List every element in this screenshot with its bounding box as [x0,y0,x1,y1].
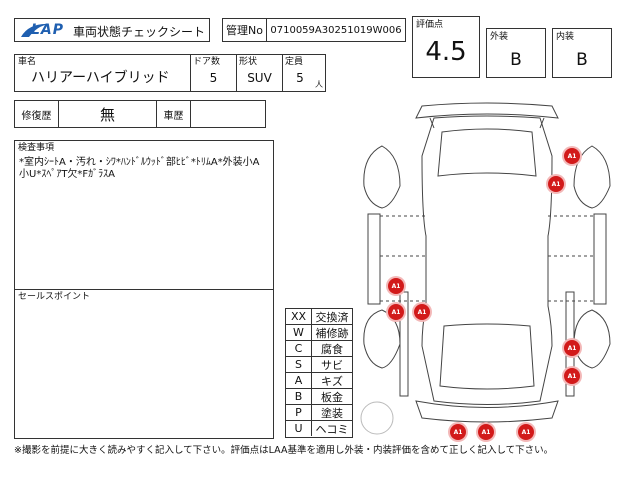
legend-code: S [286,357,312,372]
damage-mark: A1 [548,176,564,192]
sales-point-label: セールスポイント [18,292,91,302]
car-name-cell: 車名 ハリアーハイブリッド [15,55,191,91]
shape-label: 形状 [239,57,258,67]
vehicle-history-value [191,101,265,127]
management-no-value: 0710059A30251019W006 [270,24,402,36]
legend-meaning: サビ [321,358,343,372]
car-diagram-svg [360,102,611,435]
management-no-label: 管理No [223,19,267,41]
repair-history-label: 修復歴 [15,101,59,127]
legend-code: W [286,325,312,340]
car-name-label: 車名 [18,57,37,67]
damage-mark: A1 [564,368,580,384]
repair-history-value: 無 [59,101,157,127]
damage-mark: A1 [388,278,404,294]
damage-mark: A1 [450,424,466,440]
footer-note: ※撮影を前提に大きく読みやすく記入して下さい。評価点はLAA基準を適用し外装・内… [14,445,554,456]
legend-meaning: キズ [321,374,343,388]
capacity-value: 5 [296,71,304,85]
legend-meaning: ヘコミ [315,422,349,436]
legend-row: P 塗装 [286,405,352,421]
score-box: 評価点 4.5 [412,16,480,78]
interior-grade-value: B [576,50,588,70]
legend-row: S サビ [286,357,352,373]
legend-code: P [286,405,312,420]
score-label: 評価点 [416,20,444,30]
capacity-label: 定員 [285,57,304,67]
exterior-grade-value: B [510,50,522,70]
damage-mark: A1 [564,340,580,356]
logo-text: LAP [31,22,65,38]
interior-grade-box: 内装 B [552,28,612,78]
management-no-box: 管理No 0710059A30251019W006 [222,18,406,42]
capacity-unit: 人 [315,80,323,89]
legend-meaning: 交換済 [315,310,349,324]
inspection-text: *室内ｼｰﾄA・汚れ・ｼﾜ*ﾊﾝﾄﾞﾙｳｯﾄﾞ部ﾋﾋﾞ*ﾄﾘﾑA*外装小A小U*… [19,157,260,180]
score-value: 4.5 [425,37,467,67]
sheet-title: 車両状態チェックシート [73,25,206,39]
vehicle-history-label: 車歴 [157,101,191,127]
car-name-value: ハリアーハイブリッド [31,70,170,86]
legend-row: A キズ [286,373,352,389]
sales-point-box: セールスポイント [14,289,274,439]
legend-code: XX [286,309,312,324]
legend-meaning: 塗装 [321,406,343,420]
doors-label: ドア数 [193,57,221,67]
legend-code: A [286,373,312,388]
legend-code: B [286,389,312,404]
damage-mark: A1 [478,424,494,440]
legend-row: C 腐食 [286,341,352,357]
interior-label: 内装 [556,32,575,42]
inspection-label: 検査事項 [18,143,55,153]
legend-code: C [286,341,312,356]
doors-value: 5 [209,71,218,85]
vehicle-info-box: 車名 ハリアーハイブリッド ドア数 5 形状 SUV 定員 5 人 [14,54,326,92]
lap-logo: LAP [19,21,69,40]
legend-code: U [286,421,312,436]
legend-meaning: 板金 [321,390,343,404]
lap-logo-graphic [21,23,49,37]
damage-mark: A1 [564,148,580,164]
legend-row: B 板金 [286,389,352,405]
history-box: 修復歴 無 車歴 [14,100,266,128]
inspection-box: 検査事項 *室内ｼｰﾄA・汚れ・ｼﾜ*ﾊﾝﾄﾞﾙｳｯﾄﾞ部ﾋﾋﾞ*ﾄﾘﾑA*外装… [14,140,274,290]
capacity-cell: 定員 5 人 [283,55,325,91]
exterior-grade-box: 外装 B [486,28,546,78]
sheet-title-box: LAP 車両状態チェックシート [14,18,210,42]
damage-mark: A1 [518,424,534,440]
legend-meaning: 補修跡 [315,326,349,340]
shape-cell: 形状 SUV [237,55,283,91]
exterior-label: 外装 [490,32,509,42]
doors-cell: ドア数 5 [191,55,237,91]
legend-meaning: 腐食 [321,342,343,356]
damage-mark: A1 [414,304,430,320]
damage-mark: A1 [388,304,404,320]
shape-value: SUV [247,71,272,85]
